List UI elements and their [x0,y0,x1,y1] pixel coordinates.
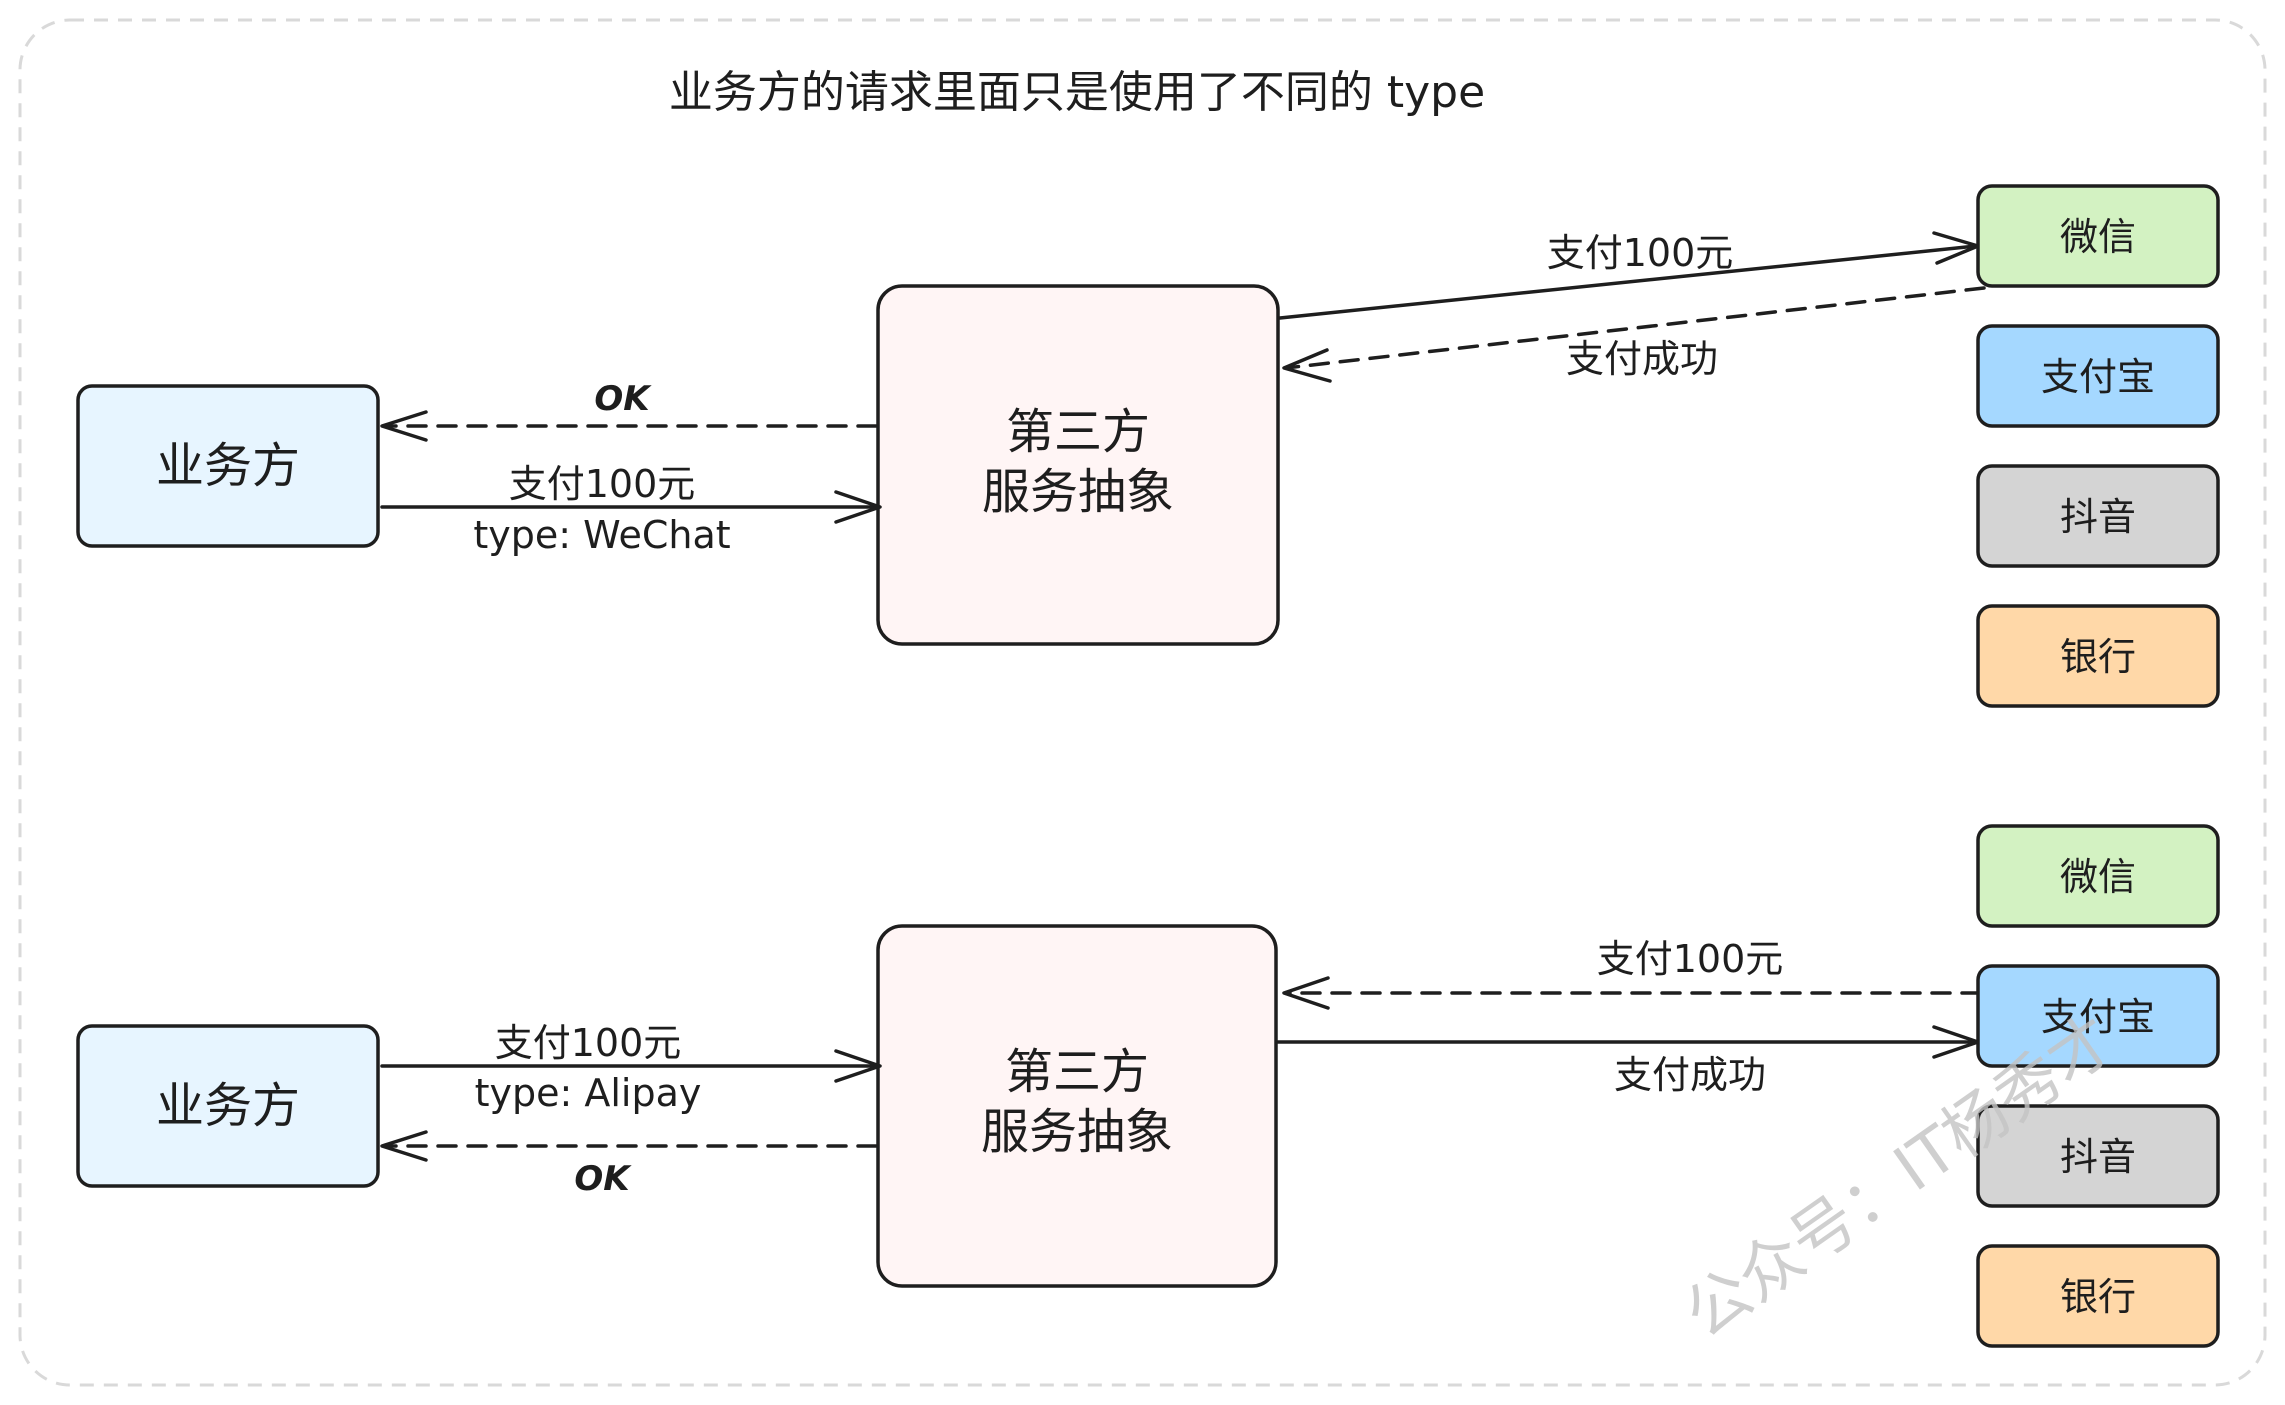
bottom-service-label-line2: 服务抽象 [981,1104,1173,1160]
bottom-response-label: OK [574,1159,632,1199]
top-service-label-line1: 第三方 [1006,404,1150,460]
diagram-title: 业务方的请求里面只是使用了不同的 type [669,67,1485,118]
bottom-business-label: 业务方 [156,1078,300,1134]
top-forward-arrow [1278,244,1978,320]
bottom-provider-douyin-label: 抖音 [2060,1135,2136,1179]
top-business-node [76,384,380,548]
top-response-label: OK [594,379,652,419]
bottom-service-node [876,924,1278,1288]
top-provider-alipay-label: 支付宝 [2041,355,2155,399]
bottom-provider-douyin [1976,1104,2220,1208]
bottom-scenario: 业务方 第三方 服务抽象 支付100元 type: Alipay OK 支付10… [76,824,2220,1348]
bottom-provider-bank [1976,1244,2220,1348]
top-request-label-line1: 支付100元 [509,462,696,506]
top-callback-label: 支付成功 [1566,337,1718,381]
top-request-label-line2: type: WeChat [473,513,730,557]
top-business-label: 业务方 [156,438,300,494]
bottom-request-arrowhead [834,1049,882,1083]
top-service-node [876,284,1280,646]
bottom-provider-wechat-label: 微信 [2060,855,2136,899]
top-callback-arrow [1284,286,1986,370]
bottom-provider-alipay [1976,964,2220,1068]
top-provider-wechat-label: 微信 [2060,215,2136,259]
bottom-provider-alipay-label: 支付宝 [2041,995,2155,1039]
bottom-request-label-line2: type: Alipay [475,1071,702,1115]
bottom-business-node [76,1024,380,1188]
bottom-upper-label: 支付100元 [1597,937,1784,981]
top-provider-douyin-label: 抖音 [2060,495,2136,539]
bottom-response-arrowhead [380,1130,428,1162]
bottom-service-label-line1: 第三方 [1005,1044,1149,1100]
top-provider-douyin [1976,464,2220,568]
top-provider-bank-label: 银行 [2060,635,2136,679]
top-scenario: 业务方 第三方 服务抽象 OK 支付100元 type: WeChat 支付10… [76,184,2220,708]
bottom-lower-label: 支付成功 [1614,1053,1766,1097]
top-request-arrowhead [834,490,882,524]
top-callback-arrowhead [1282,348,1332,383]
top-service-label-line2: 服务抽象 [982,464,1174,520]
top-provider-alipay [1976,324,2220,428]
bottom-upper-arrowhead [1282,976,1330,1010]
top-provider-wechat [1976,184,2220,288]
bottom-provider-bank-label: 银行 [2060,1275,2136,1319]
top-forward-label: 支付100元 [1547,231,1734,275]
top-provider-bank [1976,604,2220,708]
bottom-request-label-line1: 支付100元 [495,1021,682,1065]
bottom-provider-wechat [1976,824,2220,928]
top-response-arrowhead [380,410,428,442]
